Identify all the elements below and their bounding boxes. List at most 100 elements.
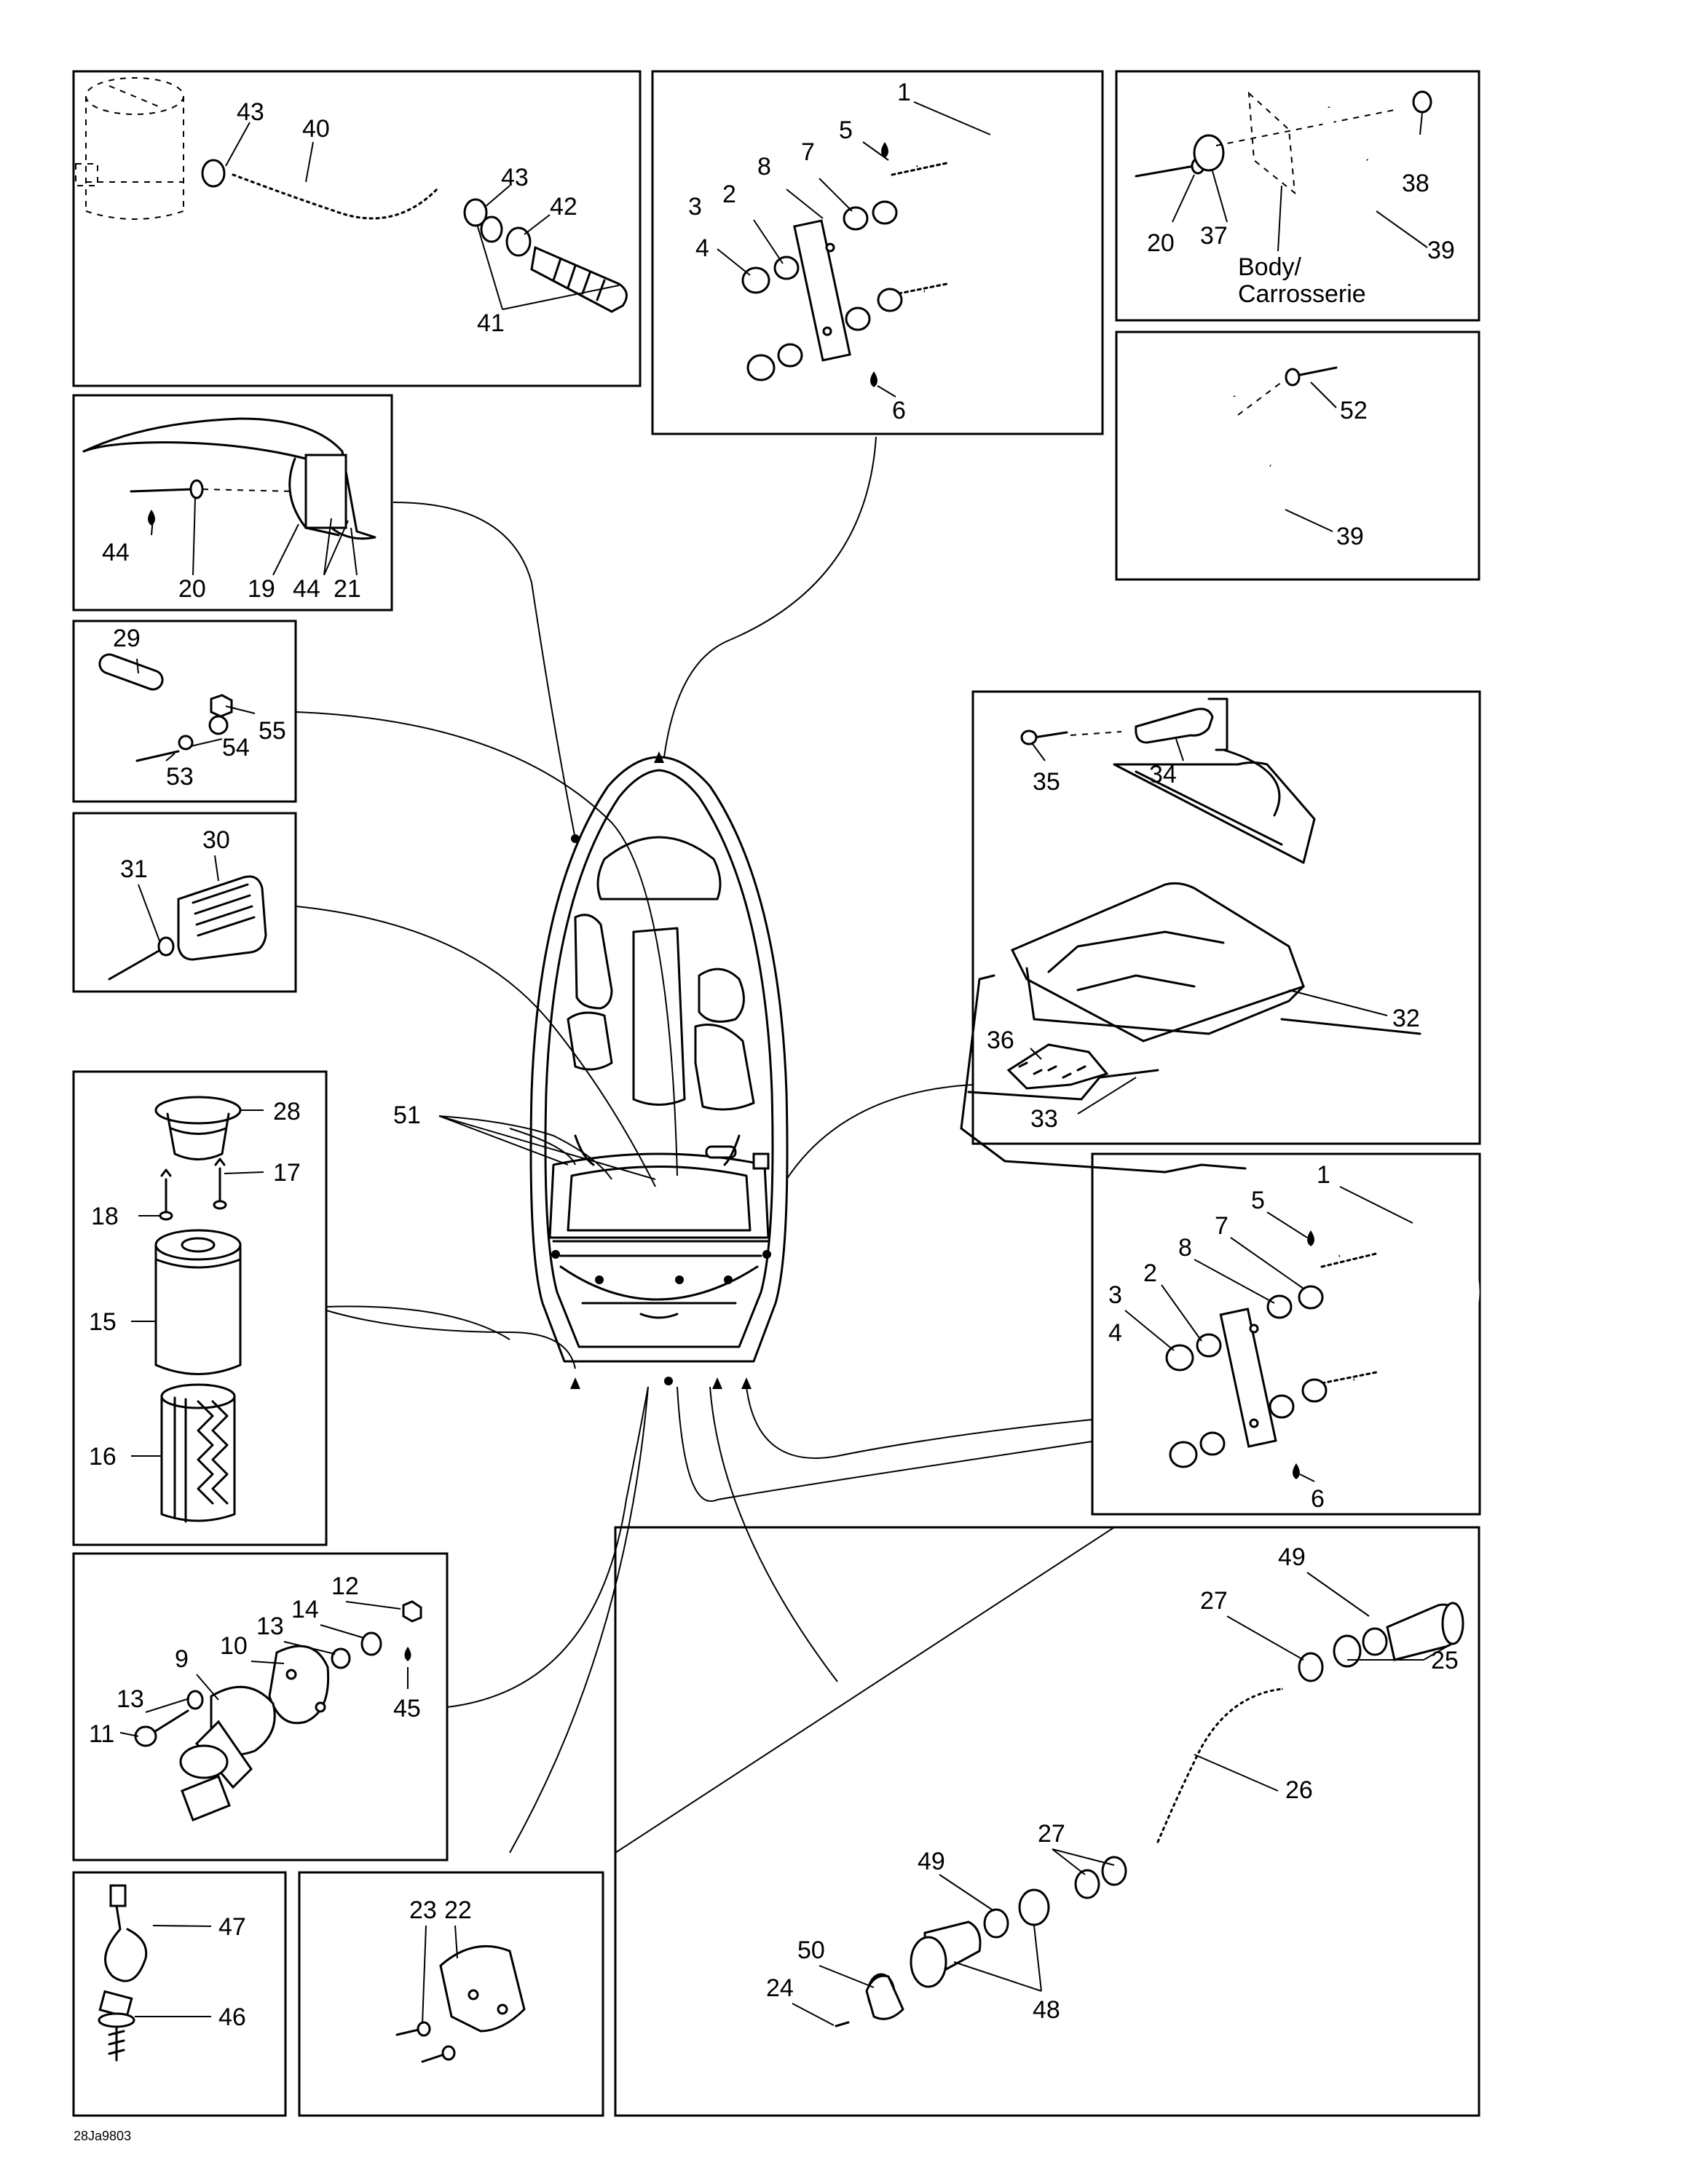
- callout-43-a: 43: [237, 98, 264, 126]
- callout-25: 25: [1431, 1647, 1459, 1674]
- callout-28: 28: [273, 1098, 301, 1125]
- callout-50: 50: [797, 1936, 825, 1964]
- callout-5-top: 5: [839, 116, 853, 144]
- callout-4-rear: 4: [1108, 1319, 1122, 1347]
- callout-9: 9: [175, 1645, 189, 1673]
- callout-34: 34: [1149, 761, 1177, 788]
- callout-18: 18: [91, 1203, 119, 1230]
- guard-parts: [395, 1944, 526, 2063]
- callout-24: 24: [766, 1974, 794, 2002]
- callout-27-b: 27: [1038, 1820, 1065, 1848]
- callout-8-rear: 8: [1178, 1234, 1192, 1262]
- callout-11: 11: [89, 1720, 114, 1748]
- callout-15: 15: [89, 1308, 117, 1336]
- panel-guard: [298, 1871, 604, 2117]
- callout-55: 55: [259, 717, 286, 745]
- callout-33: 33: [1030, 1105, 1058, 1133]
- connector-lines: [296, 436, 1115, 1853]
- callout-52: 52: [1340, 397, 1368, 424]
- vent-canister: [75, 77, 184, 220]
- arrowheads: [570, 751, 752, 1389]
- panel-storage-tray: [971, 690, 1481, 1145]
- tube-bolt-parts: [98, 653, 233, 762]
- callout-30: 30: [202, 826, 230, 854]
- body-label-line1: Body/: [1238, 253, 1301, 281]
- callout-40: 40: [302, 115, 330, 143]
- callout-46: 46: [218, 2003, 246, 2031]
- callout-51: 51: [393, 1101, 421, 1129]
- callout-6-top: 6: [892, 397, 906, 424]
- callout-13-b: 13: [117, 1685, 144, 1713]
- callout-20-a: 20: [1147, 229, 1175, 257]
- pad-parts: [108, 875, 267, 981]
- callout-4-top: 4: [695, 234, 709, 262]
- callout-16: 16: [89, 1443, 117, 1471]
- drain-plug-parts: [134, 1600, 422, 1821]
- vent-clamp: [201, 159, 488, 227]
- panel-cup-holder: [72, 1070, 328, 1546]
- callout-7-rear: 7: [1215, 1212, 1228, 1240]
- leader-lines: [119, 101, 1450, 2026]
- callout-19: 19: [248, 575, 275, 603]
- callout-37: 37: [1200, 222, 1228, 250]
- bumper-assembly: [82, 417, 376, 540]
- callout-27-a: 27: [1200, 1587, 1228, 1615]
- callout-13-a: 13: [256, 1613, 284, 1640]
- clamp-screw-parts: [98, 1884, 148, 2062]
- callout-3-rear: 3: [1108, 1281, 1122, 1309]
- body-label-line2: Carrosserie: [1238, 280, 1366, 308]
- callout-39-a: 39: [1427, 237, 1455, 264]
- callout-42: 42: [550, 193, 577, 221]
- callout-5-rear: 5: [1251, 1187, 1265, 1214]
- panel-hook-rivet: [1115, 331, 1480, 581]
- hook-body-parts: [1135, 90, 1432, 213]
- callout-22: 22: [444, 1896, 472, 1924]
- panel-handle-top: [651, 70, 1104, 435]
- panel-tube-bolt: [72, 620, 297, 803]
- callout-1-top: 1: [897, 79, 911, 106]
- callout-3-top: 3: [688, 193, 702, 221]
- callout-29: 29: [113, 625, 141, 652]
- callout-32: 32: [1392, 1005, 1420, 1032]
- panel-bilge-hose: [614, 1526, 1480, 2117]
- callout-38: 38: [1402, 170, 1429, 197]
- callout-49-b: 49: [918, 1848, 945, 1875]
- bilge-hose-parts: [835, 1602, 1464, 2027]
- callout-43-b: 43: [501, 164, 529, 191]
- callout-2-rear: 2: [1143, 1259, 1157, 1287]
- callout-10: 10: [220, 1632, 248, 1660]
- callout-39-b: 39: [1336, 523, 1364, 550]
- panel-pad: [72, 812, 297, 993]
- callout-20-b: 20: [178, 575, 206, 603]
- callout-23: 23: [409, 1896, 437, 1924]
- panel-bumper: [72, 394, 393, 612]
- panel-vent-hose: [72, 70, 642, 387]
- callout-53: 53: [166, 763, 194, 791]
- callout-47: 47: [218, 1913, 246, 1941]
- callout-45: 45: [393, 1695, 421, 1722]
- callout-41: 41: [477, 309, 505, 337]
- figure-code: 28Ja9803: [74, 2129, 131, 2143]
- hook-rivet-parts: [1225, 366, 1338, 519]
- panel-clamp-screw: [72, 1871, 287, 2117]
- callout-35: 35: [1033, 768, 1060, 796]
- callout-54: 54: [222, 734, 250, 761]
- callout-14: 14: [291, 1596, 319, 1623]
- grab-handle-top: [741, 134, 1049, 387]
- cup-holder-parts: [154, 1096, 242, 1523]
- callout-21: 21: [334, 575, 361, 603]
- hull-top-view: [529, 756, 789, 1385]
- callout-49-a: 49: [1278, 1543, 1306, 1571]
- callout-44-b: 44: [293, 575, 320, 603]
- callout-12: 12: [331, 1572, 359, 1600]
- callout-17: 17: [273, 1159, 301, 1187]
- callout-26: 26: [1285, 1776, 1313, 1804]
- callout-36: 36: [987, 1026, 1014, 1054]
- callout-6-rear: 6: [1311, 1485, 1325, 1513]
- callout-48: 48: [1033, 1996, 1060, 2024]
- panel-hook-body: [1115, 70, 1480, 322]
- grab-handle-rear: [1165, 1222, 1480, 1479]
- callout-31: 31: [120, 855, 148, 883]
- callout-1-rear: 1: [1317, 1161, 1330, 1189]
